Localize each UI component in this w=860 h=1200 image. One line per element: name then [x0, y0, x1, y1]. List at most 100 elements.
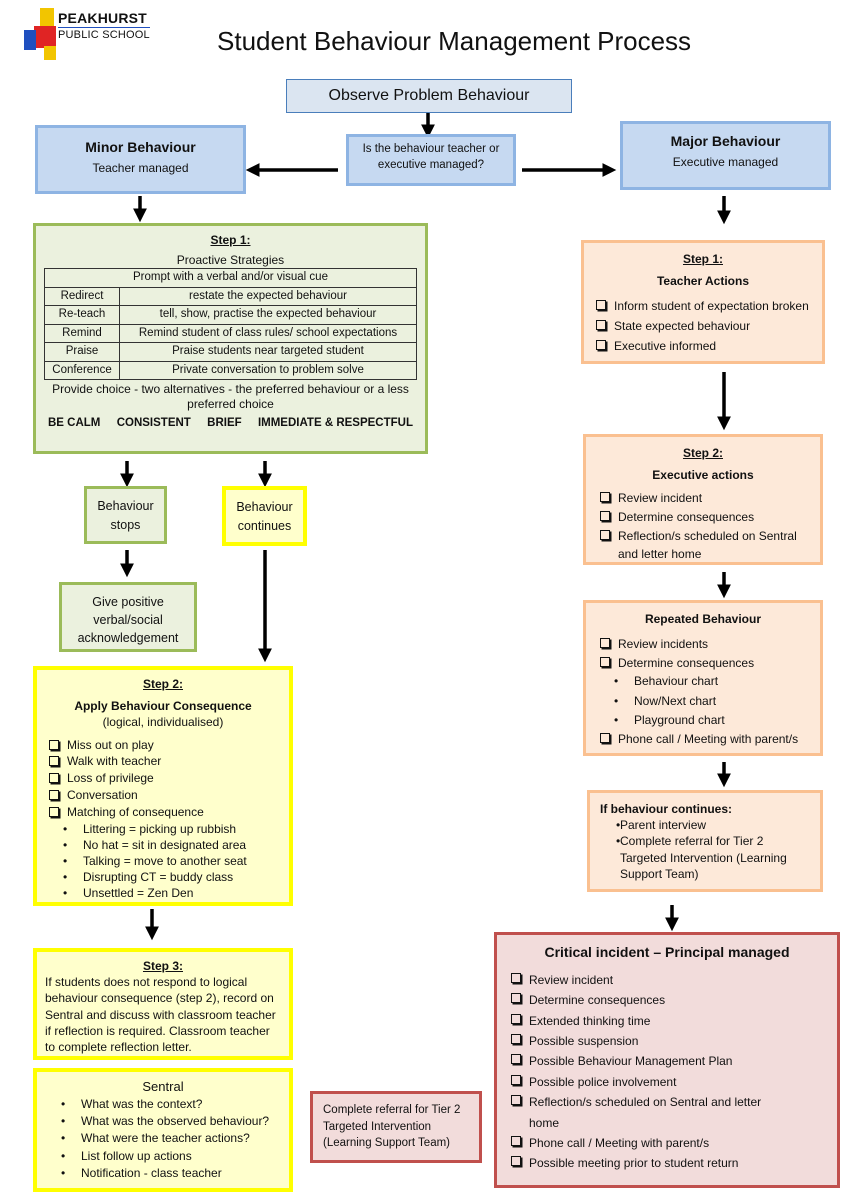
sentral-box: Sentral What was the context? What was t… [33, 1068, 293, 1192]
list-item: Unsettled = Zen Den [47, 885, 279, 901]
list-item: Possible Behaviour Management Plan [509, 1051, 825, 1071]
list-item: Matching of consequence [47, 804, 279, 821]
list-item: Complete referral for Tier 2 Targeted In… [600, 833, 810, 882]
list-item: Littering = picking up rubbish [47, 821, 279, 837]
list-item: Talking = move to another seat [47, 853, 279, 869]
list-item: State expected behaviour [594, 317, 812, 337]
value-item: CONSISTENT [116, 417, 191, 430]
continues-title: If behaviour continues: [600, 802, 733, 816]
minor-step1-subheading: Proactive Strategies [176, 253, 285, 268]
list-item: Notification - class teacher [45, 1165, 281, 1183]
referral-box: Complete referral for Tier 2 Targeted In… [310, 1091, 482, 1163]
teacher-actions-list: Inform student of expectation broken Sta… [594, 297, 812, 356]
major-step2-box: Step 2: Executive actions Review inciden… [583, 434, 823, 565]
major-behaviour-box: Major Behaviour Executive managed [620, 121, 831, 190]
list-item: What was the observed behaviour? [45, 1113, 281, 1131]
list-item: Inform student of expectation broken [594, 297, 812, 317]
behaviour-continues-major-box: If behaviour continues: Parent interview… [587, 790, 823, 892]
list-item: Miss out on play [47, 737, 279, 754]
value-item: BRIEF [207, 417, 242, 430]
page-title: Student Behaviour Management Process [217, 26, 692, 56]
repeated-title: Repeated Behaviour [644, 612, 762, 626]
list-item: Loss of privilege [47, 770, 279, 787]
value-item: IMMEDIATE & RESPECTFUL [257, 417, 413, 430]
list-item: Reflection/s scheduled on Sentral and le… [509, 1092, 825, 1133]
continues-list: Parent interview Complete referral for T… [600, 817, 810, 882]
critical-title: Critical incident – Principal managed [544, 944, 790, 960]
list-item: Review incidents [598, 635, 808, 654]
consequence-examples: Littering = picking up rubbish No hat = … [47, 821, 279, 902]
major-title: Major Behaviour [670, 133, 781, 149]
major-step1-heading: Step 1: [682, 252, 723, 266]
minor-step3-box: Step 3: If students does not respond to … [33, 948, 293, 1060]
logo-blue-block [24, 30, 36, 50]
repeated-behaviour-box: Repeated Behaviour Review incidents Dete… [583, 600, 823, 756]
list-item: Possible police involvement [509, 1072, 825, 1092]
observe-box: Observe Problem Behaviour [286, 79, 572, 113]
prompt-cell: Prompt with a verbal and/or visual cue [44, 268, 417, 288]
sentral-title: Sentral [142, 1079, 184, 1094]
list-item: Executive informed [594, 337, 812, 357]
minor-step2-box: Step 2: Apply Behaviour Consequence (log… [33, 666, 293, 906]
repeated-list: Review incidents Determine consequences [598, 635, 808, 672]
list-item: Behaviour chart [598, 672, 808, 691]
strategy-text: Private conversation to problem solve [119, 360, 417, 381]
major-step2-subheading: Executive actions [652, 468, 754, 483]
proactive-strategies-table: Prompt with a verbal and/or visual cue R… [44, 268, 417, 381]
list-item: Disrupting CT = buddy class [47, 869, 279, 885]
list-item: Determine consequences [509, 990, 825, 1010]
minor-subtitle: Teacher managed [92, 160, 189, 175]
logo-red-block [34, 26, 56, 48]
list-item: What were the teacher actions? [45, 1130, 281, 1148]
strategy-text: Praise students near targeted student [119, 342, 417, 362]
list-item: No hat = sit in designated area [47, 837, 279, 853]
strategy-label: Re-teach [44, 305, 120, 325]
list-item: Review incident [509, 970, 825, 990]
behaviour-continues-box: Behaviour continues [222, 486, 307, 546]
repeated-list-b: Phone call / Meeting with parent/s [598, 730, 808, 749]
strategy-text: Remind student of class rules/ school ex… [119, 323, 417, 344]
list-item: Phone call / Meeting with parent/s [598, 730, 808, 749]
list-item: Playground chart [598, 711, 808, 730]
value-item: BE CALM [48, 417, 101, 430]
choice-text: Provide choice - two alternatives - the … [52, 382, 409, 412]
school-type: PUBLIC SCHOOL [58, 27, 150, 41]
minor-step1-heading: Step 1: [210, 233, 251, 247]
strategy-label: Conference [44, 360, 120, 381]
minor-step3-heading: Step 3: [142, 959, 183, 973]
critical-list: Review incident Determine consequences E… [509, 970, 825, 1174]
strategy-text: tell, show, practise the expected behavi… [119, 305, 417, 325]
strategy-label: Remind [44, 323, 120, 344]
list-item: Conversation [47, 787, 279, 804]
strategy-label: Redirect [44, 286, 120, 307]
behaviour-stops-box: Behaviour stops [84, 486, 167, 544]
list-item: Reflection/s scheduled on Sentral and le… [598, 527, 808, 564]
list-item: Determine consequences [598, 654, 808, 673]
major-subtitle: Executive managed [672, 154, 779, 169]
consequence-list: Miss out on play Walk with teacher Loss … [47, 737, 279, 821]
list-item: What was the context? [45, 1096, 281, 1114]
critical-incident-box: Critical incident – Principal managed Re… [494, 932, 840, 1188]
minor-title: Minor Behaviour [85, 139, 196, 155]
list-item: Possible meeting prior to student return [509, 1153, 825, 1173]
minor-step2-note: (logical, individualised) [102, 715, 224, 730]
strategy-label: Praise [44, 342, 120, 362]
minor-step1-box: Step 1: Proactive Strategies Prompt with… [33, 223, 428, 454]
logo-yellow-block [40, 8, 54, 30]
major-step1-box: Step 1: Teacher Actions Inform student o… [581, 240, 825, 364]
minor-step2-subheading: Apply Behaviour Consequence [74, 699, 252, 714]
executive-actions-list: Review incident Determine consequences R… [598, 489, 808, 563]
logo-yellow-block-2 [44, 46, 56, 60]
list-item: Parent interview [600, 817, 810, 833]
repeated-charts-list: Behaviour chart Now/Next chart Playgroun… [598, 672, 808, 730]
major-step2-heading: Step 2: [682, 446, 723, 460]
list-item: Determine consequences [598, 508, 808, 527]
list-item: Phone call / Meeting with parent/s [509, 1133, 825, 1153]
list-item: Review incident [598, 489, 808, 508]
list-item: Now/Next chart [598, 692, 808, 711]
values-row: BE CALM CONSISTENT BRIEF IMMEDIATE & RES… [44, 416, 417, 432]
